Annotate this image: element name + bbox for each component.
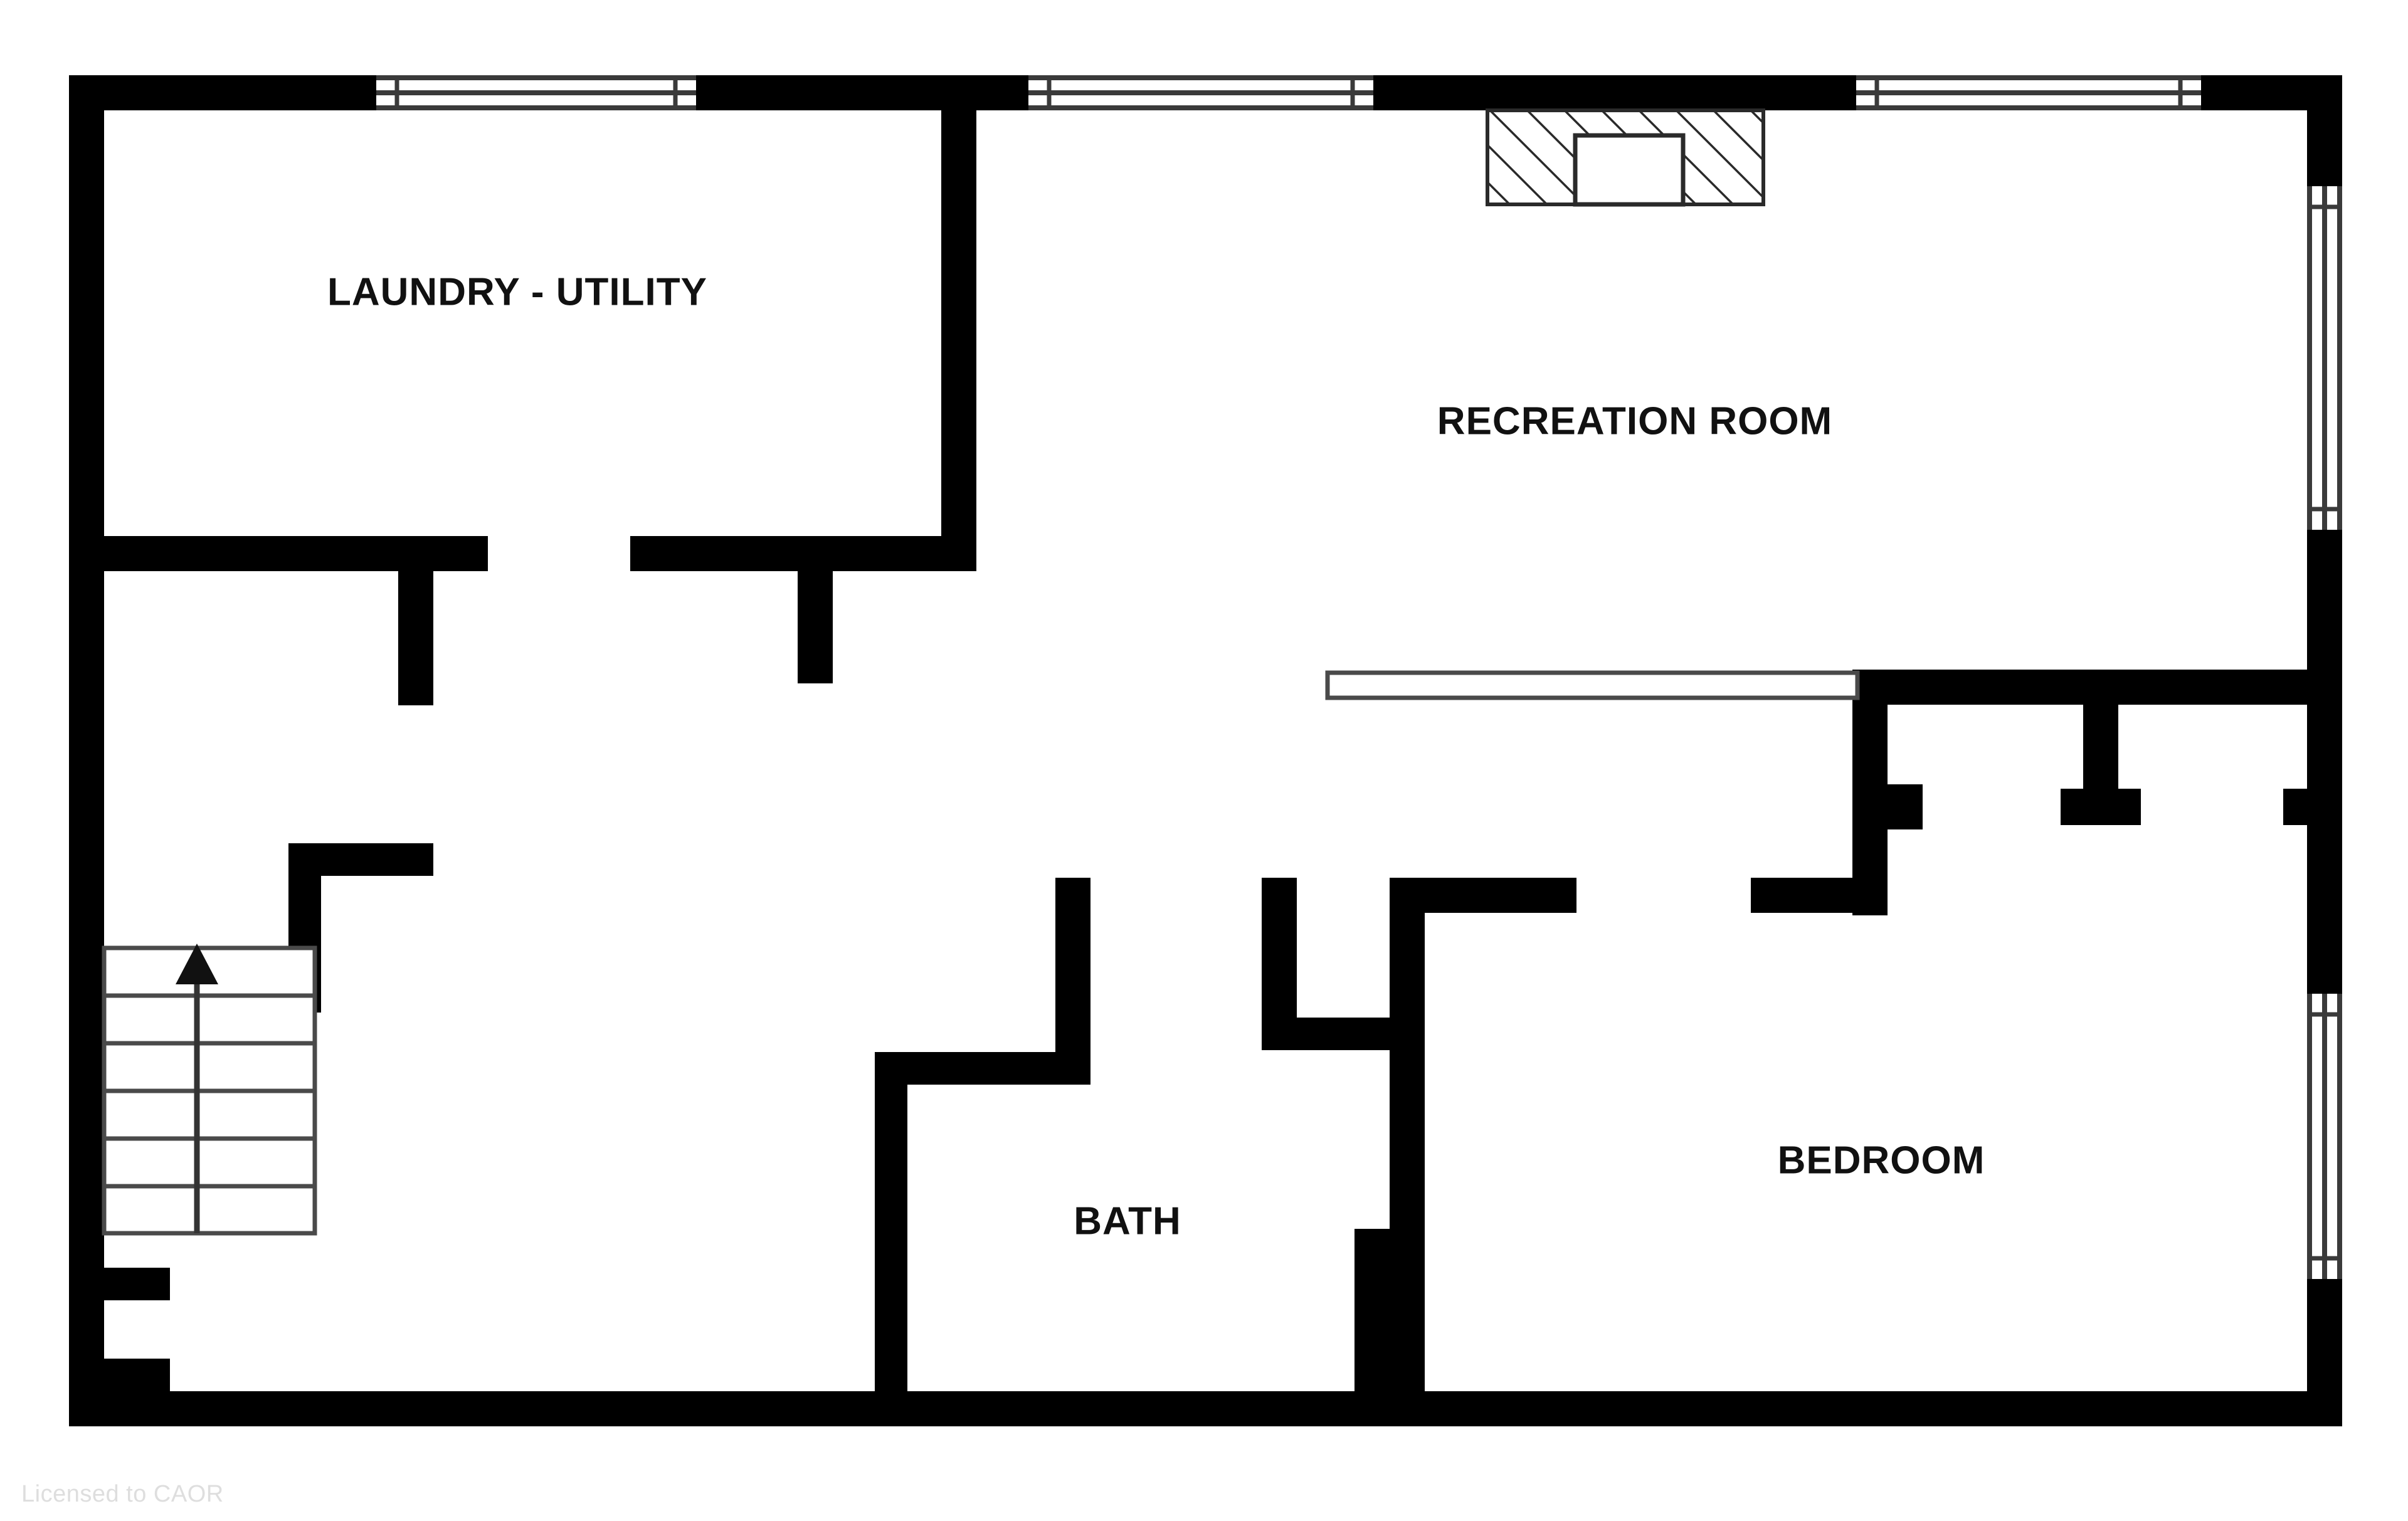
wall-top-2 bbox=[696, 75, 1028, 110]
window-top-right bbox=[1856, 75, 2201, 110]
window-right-upper bbox=[2307, 186, 2342, 530]
wall-bath-west-jog bbox=[875, 1052, 1090, 1085]
wall-bath-closet-left-cap bbox=[1262, 878, 1297, 913]
window-right-lower bbox=[2307, 994, 2342, 1279]
wall-bath-bedroom-upper bbox=[1390, 878, 1425, 1229]
wall-bedroom-jog-stub bbox=[1888, 784, 1923, 829]
stairs-up-arrow-icon bbox=[176, 944, 218, 984]
wall-closet-right-jamb bbox=[2283, 789, 2307, 825]
wall-hall-upper bbox=[398, 536, 433, 705]
wall-right-3 bbox=[2307, 1279, 2342, 1426]
room-label-laundry-utility: LAUNDRY - UTILITY bbox=[327, 270, 707, 314]
fireplace-firebox bbox=[1573, 133, 1686, 207]
wall-bath-nw-corner bbox=[1055, 878, 1090, 913]
wall-closet-divider-foot bbox=[2061, 789, 2141, 825]
room-label-bedroom: BEDROOM bbox=[1777, 1139, 1985, 1182]
wall-right-1 bbox=[2307, 75, 2342, 186]
wall-right-2 bbox=[2307, 530, 2342, 994]
wall-top-3 bbox=[1373, 75, 1856, 110]
wall-bath-north-header bbox=[1390, 878, 1576, 913]
wall-closet-divider bbox=[2083, 670, 2118, 808]
wall-laundry-bottom-right bbox=[630, 536, 976, 571]
wall-laundry-right bbox=[941, 75, 976, 536]
wall-alcove-bottom bbox=[104, 1359, 170, 1391]
room-label-recreation-room: RECREATION ROOM bbox=[1437, 399, 1833, 443]
wall-left bbox=[69, 75, 104, 1426]
window-top-center bbox=[1028, 75, 1373, 110]
wall-bottom bbox=[69, 1391, 2342, 1426]
room-label-bath: BATH bbox=[1074, 1199, 1181, 1243]
license-watermark: Licensed to CAOR bbox=[21, 1481, 224, 1507]
ceiling-beam bbox=[1325, 670, 1860, 700]
wall-bedroom-west-cap bbox=[1751, 878, 1888, 913]
fireplace-chimney bbox=[1486, 108, 1765, 207]
wall-top-1 bbox=[69, 75, 376, 110]
wall-alcove-top bbox=[104, 1268, 170, 1300]
window-top-left bbox=[376, 75, 696, 110]
stairs bbox=[102, 944, 317, 1236]
wall-bedroom-west-upper bbox=[1852, 670, 1888, 915]
wall-bath-west bbox=[875, 1052, 907, 1426]
wall-bath-bedroom-thick bbox=[1354, 1229, 1425, 1426]
interior-walls bbox=[104, 75, 2342, 1426]
